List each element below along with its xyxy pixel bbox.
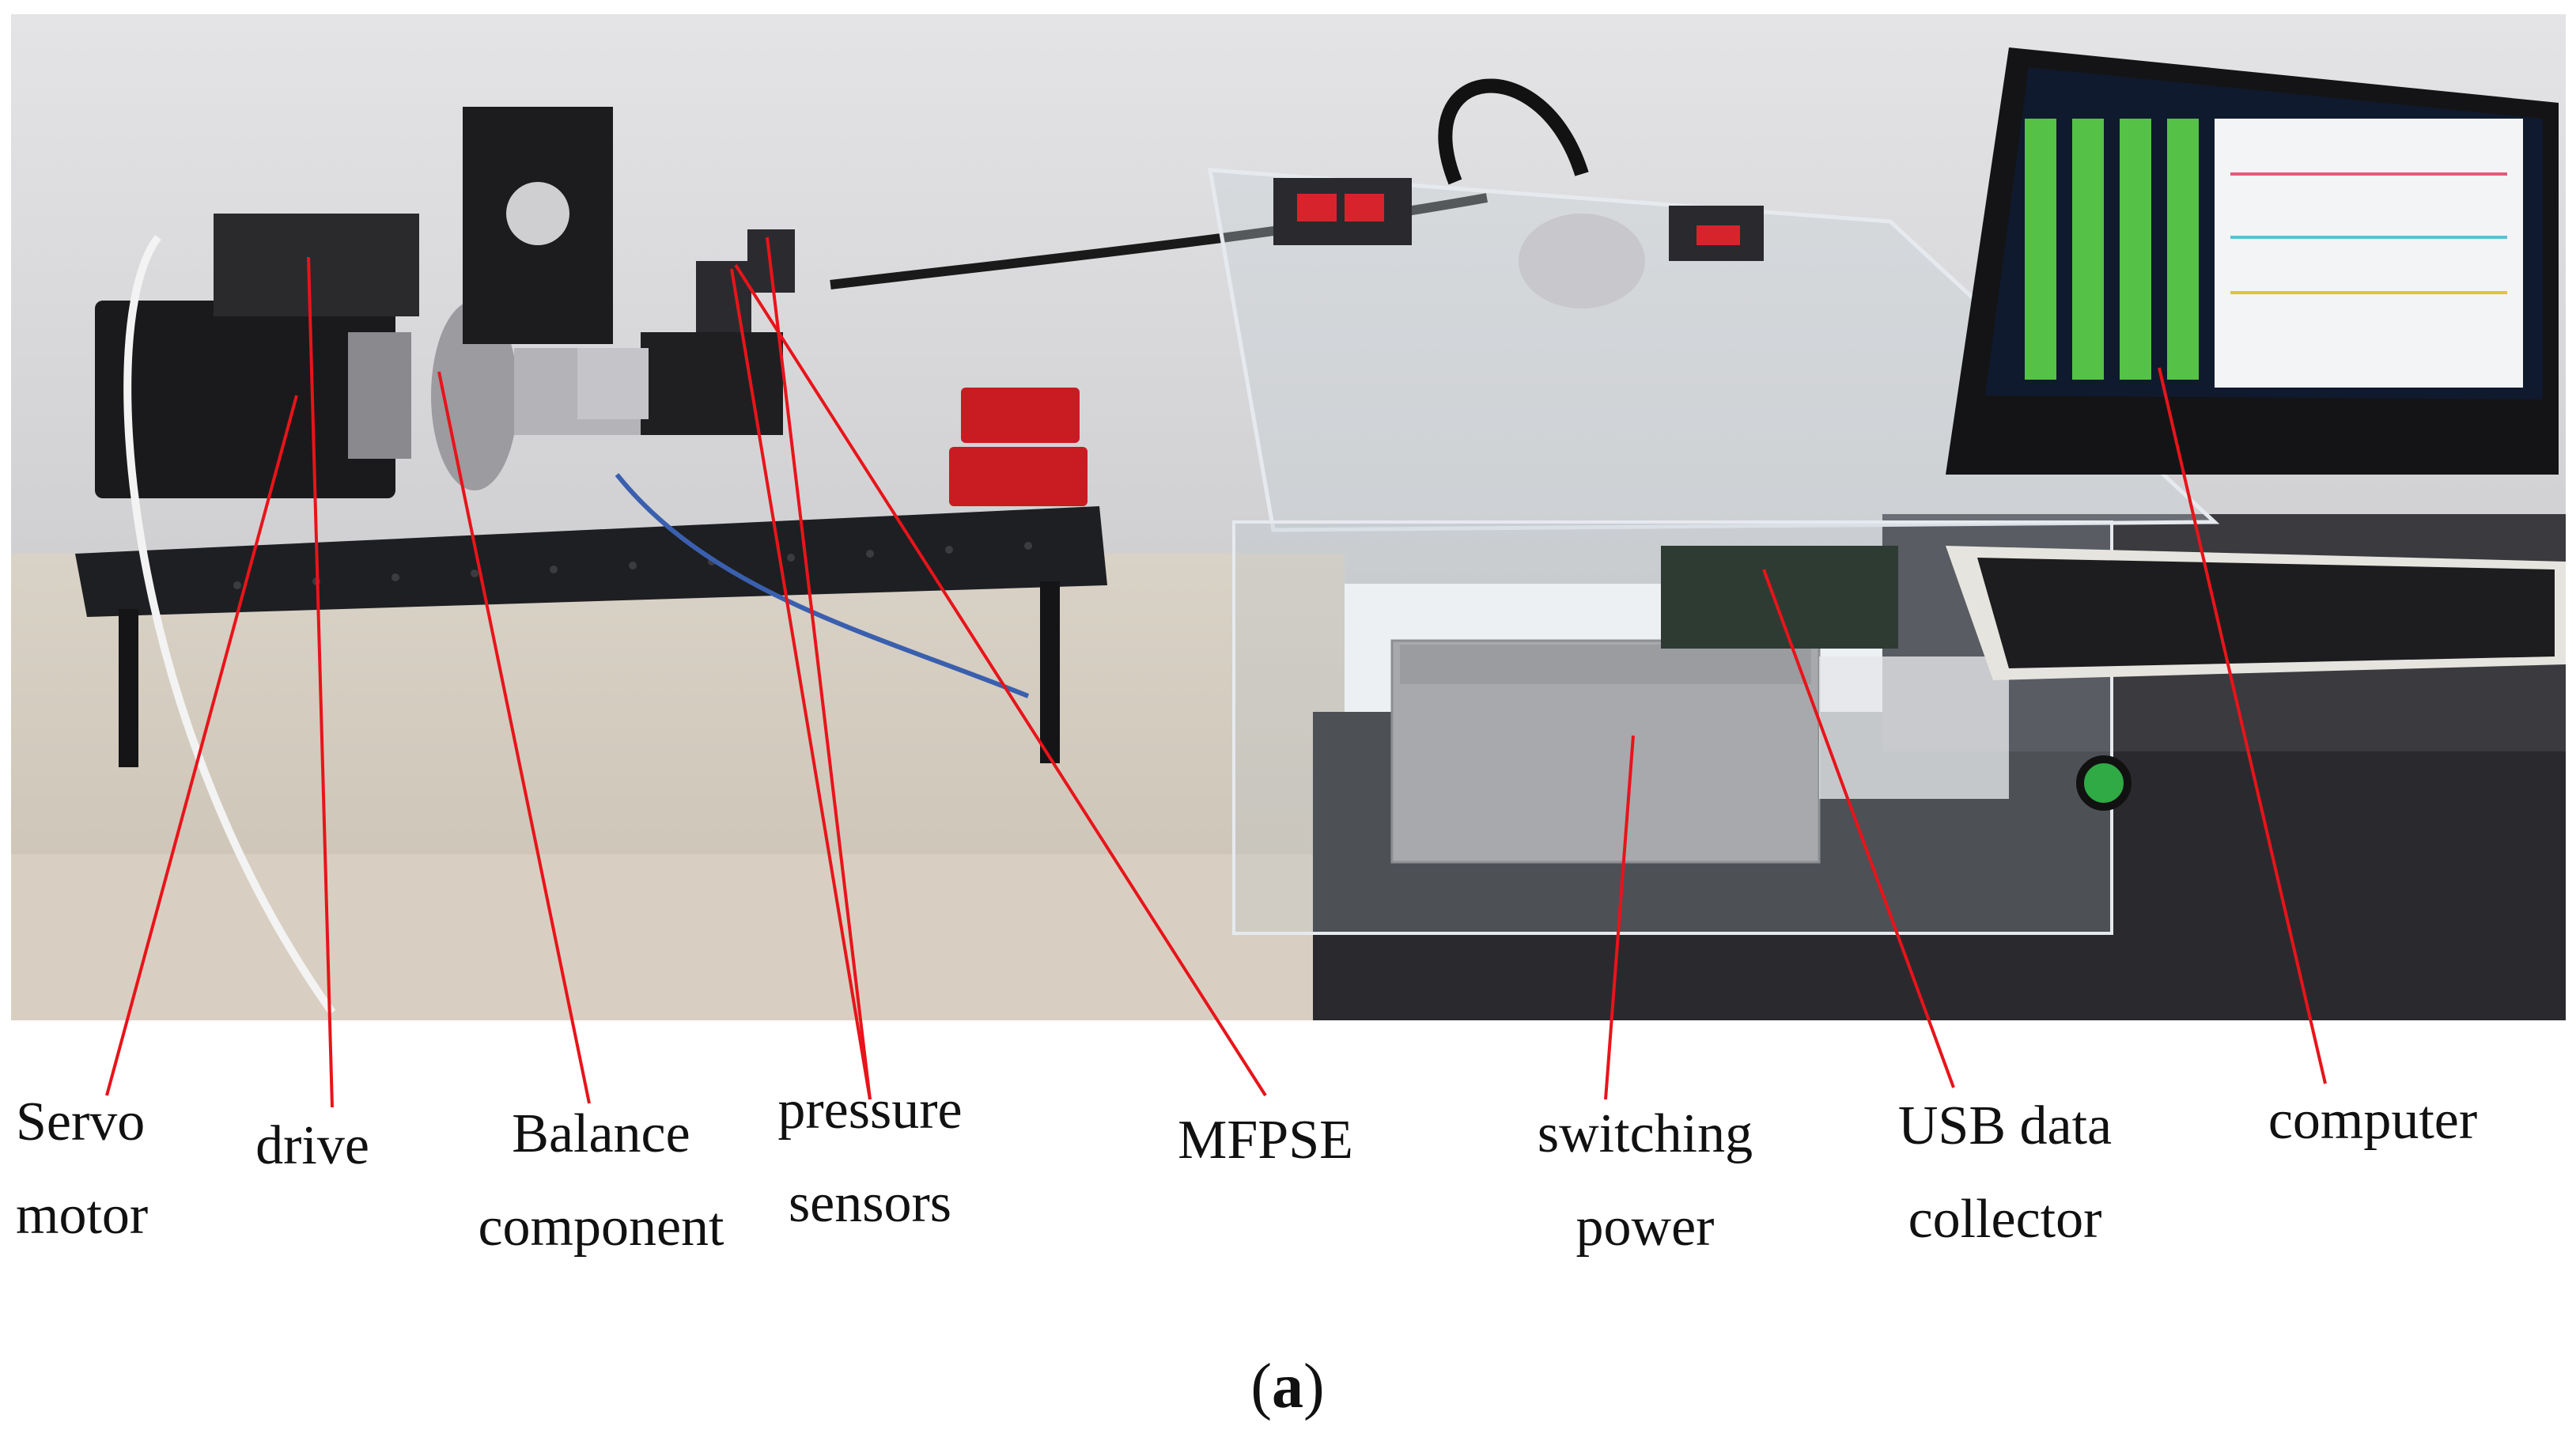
- leader-line-usb: [1762, 569, 1955, 1088]
- label-balance-component: Balance component: [478, 1103, 724, 1258]
- mfpse: [1519, 214, 1645, 308]
- usb-data-collector: [1661, 546, 1898, 649]
- flow-display: [1273, 178, 1412, 245]
- servo-motor: [95, 301, 395, 498]
- power-button: [2076, 755, 2132, 811]
- leader-line-computer: [2158, 367, 2327, 1084]
- screen-data-columns: [2025, 119, 2199, 380]
- label-computer: computer: [2268, 1090, 2478, 1151]
- left-table-front: [11, 854, 1324, 1020]
- leader-line-pressure-2: [766, 236, 872, 1100]
- leader-line-switching-power: [1604, 735, 1635, 1100]
- figure-caption: (a): [1250, 1352, 1325, 1421]
- leader-line-drive: [307, 256, 334, 1108]
- label-servo-motor: Servo motor: [16, 1092, 149, 1246]
- servo-drive: [214, 214, 419, 316]
- label-switching-power: switching power: [1537, 1103, 1753, 1258]
- terminal-block-2: [949, 447, 1088, 506]
- pump-body: [641, 332, 783, 435]
- screen-plot: [2215, 119, 2523, 388]
- leader-line-balance: [437, 371, 591, 1104]
- leader-line-servo-motor: [105, 395, 298, 1096]
- label-drive: drive: [255, 1115, 369, 1176]
- terminal-block-1: [961, 388, 1080, 443]
- label-usb-data-collector: USB data collector: [1897, 1095, 2113, 1250]
- label-pressure-sensors: pressure sensors: [777, 1080, 963, 1234]
- optical-breadboard: [75, 506, 1107, 617]
- label-mfpse: MFPSE: [1178, 1110, 1353, 1171]
- leader-line-pressure-1: [730, 268, 872, 1100]
- leader-line-mfpse: [734, 263, 1267, 1097]
